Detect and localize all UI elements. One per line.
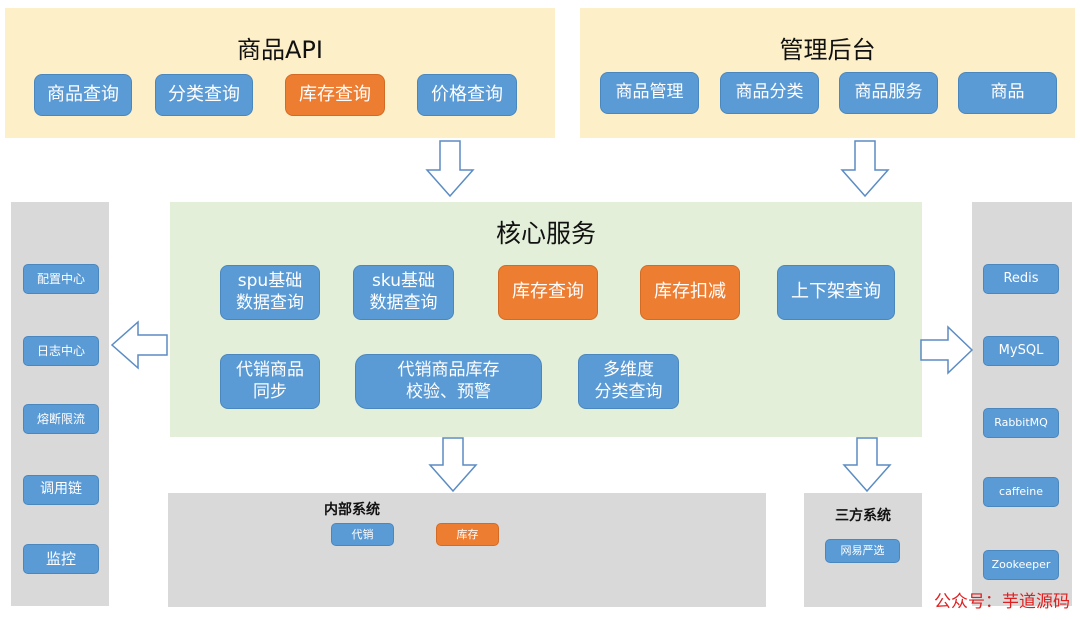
product-api-panel: 商品API 商品查询 分类查询 库存查询 价格查询: [5, 8, 555, 138]
core-service-title: 核心服务: [495, 219, 596, 248]
monitor-item[interactable]: 监控: [23, 544, 99, 574]
right-infra-panel: Redis MySQL RabbitMQ caffeine Zookeeper: [972, 202, 1072, 606]
down-arrow-icon: [428, 437, 478, 493]
consignment-button[interactable]: 代销: [331, 523, 394, 546]
left-arrow-icon: [110, 320, 168, 370]
down-arrow-icon: [840, 140, 890, 198]
internal-system-panel: 内部系统 代销 库存: [168, 493, 766, 607]
category-query-button[interactable]: 分类查询: [155, 74, 253, 116]
stock-button[interactable]: 库存: [436, 523, 499, 546]
spu-query-button[interactable]: spu基础 数据查询: [220, 265, 320, 320]
stock-deduct-button[interactable]: 库存扣减: [640, 265, 740, 320]
log-center-item[interactable]: 日志中心: [23, 336, 99, 366]
product-query-button[interactable]: 商品查询: [34, 74, 132, 116]
third-party-title: 三方系统: [835, 508, 891, 524]
admin-title: 管理后台: [779, 36, 876, 64]
product-button[interactable]: 商品: [958, 72, 1057, 114]
price-query-button[interactable]: 价格查询: [417, 74, 517, 116]
netease-yanxuan-button[interactable]: 网易严选: [825, 539, 900, 563]
consignment-sync-button[interactable]: 代销商品 同步: [220, 354, 320, 409]
caffeine-item[interactable]: caffeine: [983, 477, 1059, 507]
mysql-item[interactable]: MySQL: [983, 336, 1059, 366]
call-chain-item[interactable]: 调用链: [23, 475, 99, 505]
watermark-text: 公众号：芋道源码: [934, 592, 1070, 612]
core-stock-query-button[interactable]: 库存查询: [498, 265, 598, 320]
product-management-button[interactable]: 商品管理: [600, 72, 699, 114]
multi-dim-category-query-button[interactable]: 多维度 分类查询: [578, 354, 679, 409]
stock-query-button[interactable]: 库存查询: [285, 74, 385, 116]
core-service-panel: 核心服务 spu基础 数据查询 sku基础 数据查询 库存查询 库存扣减 上下架…: [170, 202, 922, 437]
redis-item[interactable]: Redis: [983, 264, 1059, 294]
down-arrow-icon: [842, 437, 892, 493]
admin-panel: 管理后台 商品管理 商品分类 商品服务 商品: [580, 8, 1075, 138]
internal-system-title: 内部系统: [324, 502, 380, 518]
product-api-title: 商品API: [237, 36, 323, 64]
shelf-status-query-button[interactable]: 上下架查询: [777, 265, 895, 320]
consignment-stock-check-button[interactable]: 代销商品库存 校验、预警: [355, 354, 542, 409]
down-arrow-icon: [425, 140, 475, 198]
config-center-item[interactable]: 配置中心: [23, 264, 99, 294]
circuit-breaker-item[interactable]: 熔断限流: [23, 404, 99, 434]
zookeeper-item[interactable]: Zookeeper: [983, 550, 1059, 580]
rabbitmq-item[interactable]: RabbitMQ: [983, 408, 1059, 438]
sku-query-button[interactable]: sku基础 数据查询: [353, 265, 454, 320]
product-service-button[interactable]: 商品服务: [839, 72, 938, 114]
left-infra-panel: 配置中心 日志中心 熔断限流 调用链 监控: [11, 202, 109, 606]
third-party-panel: 三方系统 网易严选: [804, 493, 922, 607]
right-arrow-icon: [920, 325, 974, 375]
product-category-button[interactable]: 商品分类: [720, 72, 819, 114]
